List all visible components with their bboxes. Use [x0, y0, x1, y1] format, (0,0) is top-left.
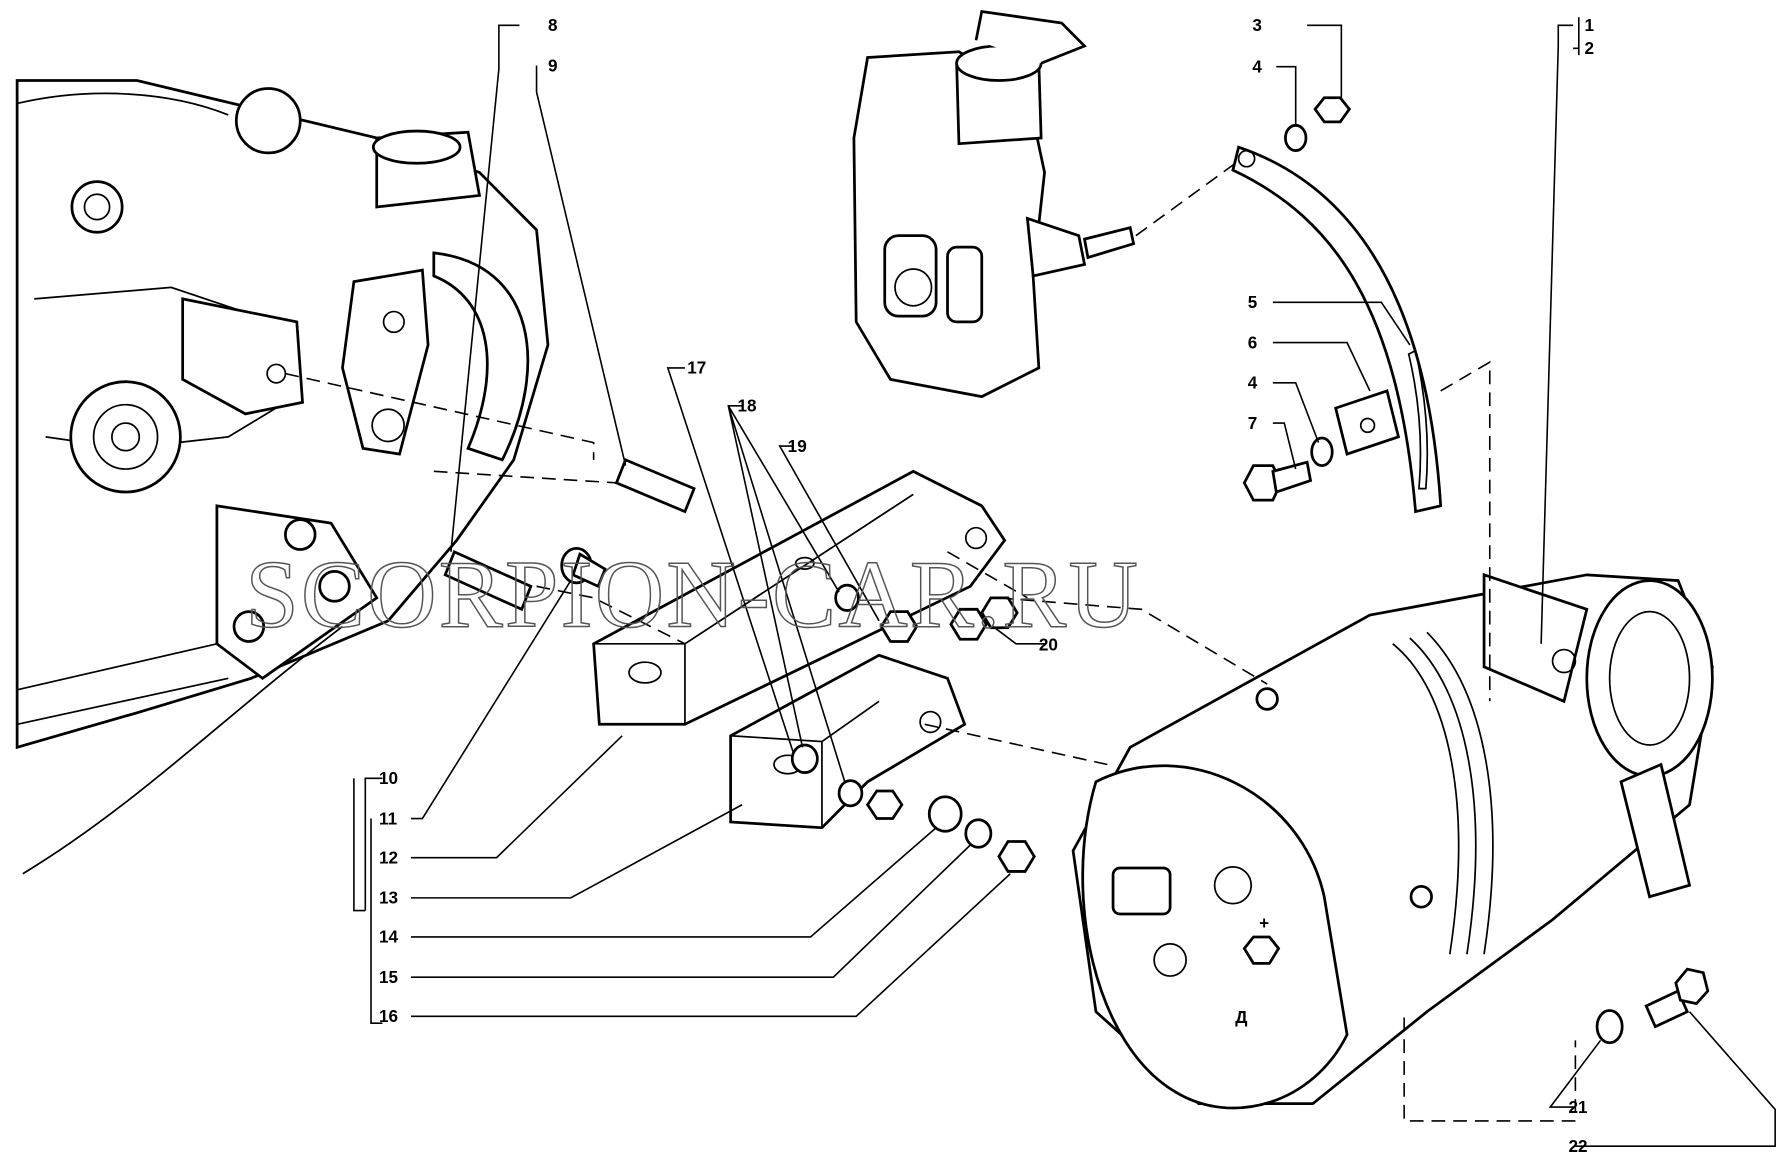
callout-16: 16 [379, 1006, 398, 1026]
bolt-7 [1242, 460, 1313, 502]
callout-13: 13 [379, 888, 398, 908]
alternator: + Д [1071, 572, 1714, 1110]
callout-14: 14 [379, 927, 398, 947]
callout-17: 17 [687, 358, 706, 378]
engine-block [15, 79, 550, 875]
bolt-11 [560, 547, 607, 589]
callout-12: 12 [379, 847, 398, 867]
callout-5: 5 [1248, 292, 1258, 312]
callout-8: 8 [548, 15, 558, 35]
watermark: SCORPION-CAR.RU [245, 540, 1140, 647]
washer-21 [1595, 1009, 1624, 1045]
callout-19: 19 [788, 436, 807, 456]
callout-11: 11 [379, 808, 398, 828]
callout-20: 20 [1039, 635, 1058, 655]
callout-1: 1 [1585, 15, 1595, 35]
callout-15: 15 [379, 967, 398, 987]
stud-8 [443, 549, 533, 612]
callout-9: 9 [548, 55, 558, 75]
nut-3 [1313, 96, 1352, 124]
nut-20b [980, 596, 1019, 630]
alternator-plus-mark: + [1259, 913, 1269, 933]
washer-19 [834, 583, 860, 612]
washer-14 [927, 795, 963, 833]
washer-18a [790, 743, 819, 774]
plate-6 [1334, 389, 1401, 456]
alternator-d-terminal-mark: Д [1235, 1007, 1247, 1027]
washer-4-top [1284, 123, 1308, 152]
washer-4-lower [1310, 436, 1334, 467]
nut-20a [949, 607, 988, 641]
callout-7: 7 [1248, 413, 1258, 433]
fuel-pump-housing [852, 9, 1136, 399]
callout-4-lower: 4 [1248, 373, 1258, 393]
callout-10: 10 [379, 768, 398, 788]
washer-15 [964, 818, 993, 849]
stud-9 [614, 458, 696, 514]
assembly-lines [285, 160, 1577, 1122]
callout-labels: 1 2 3 4 5 6 4 7 8 9 17 18 19 20 10 11 12… [379, 15, 1594, 1156]
callout-22: 22 [1569, 1136, 1588, 1156]
callout-4-top: 4 [1252, 56, 1262, 76]
nut-19 [865, 789, 904, 820]
nut-16 [997, 840, 1036, 873]
leader-lines [353, 17, 1776, 1148]
adjusting-strap [1231, 145, 1443, 514]
bolt-22 [1644, 967, 1710, 1029]
callout-21: 21 [1569, 1097, 1588, 1117]
callout-3: 3 [1252, 15, 1262, 35]
washer-18b [837, 779, 864, 808]
bracket-13 [729, 653, 967, 830]
callout-2: 2 [1585, 38, 1595, 58]
callout-18: 18 [737, 396, 756, 416]
callout-6: 6 [1248, 332, 1258, 352]
nut-17 [879, 610, 919, 643]
